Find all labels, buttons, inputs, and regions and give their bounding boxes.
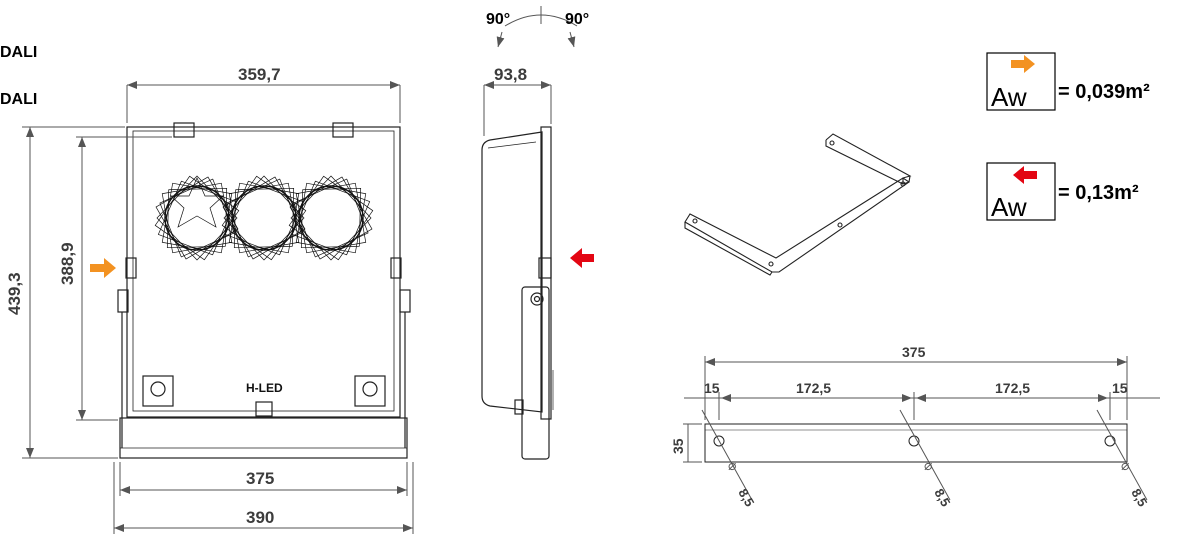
dim-bracket-seg-mid1: 172,5 bbox=[796, 380, 831, 396]
dim-height-inner: 388,9 bbox=[58, 242, 77, 285]
dim-hole-3: 8,5 bbox=[1128, 486, 1150, 509]
side-wind-arrow-icon bbox=[570, 248, 594, 268]
front-view bbox=[117, 122, 411, 459]
lens-group bbox=[154, 175, 374, 261]
wind-area-front-arrow-icon bbox=[1011, 55, 1035, 73]
dim-hole-2: 8,5 bbox=[931, 486, 953, 509]
dim-bracket-seg-mid2: 172,5 bbox=[995, 380, 1030, 396]
dim-bracket-seg-left: 15 bbox=[704, 380, 720, 396]
front-wind-arrow-icon bbox=[90, 258, 116, 278]
dim-bracket-height: 35 bbox=[670, 438, 686, 454]
dali-label-2: DALI bbox=[0, 91, 37, 108]
wind-area-side-arrow-icon bbox=[1013, 166, 1037, 184]
dim-width-390: 390 bbox=[246, 508, 274, 527]
dim-width-375: 375 bbox=[246, 469, 274, 488]
angle-left: 90° bbox=[486, 11, 510, 28]
diameter-symbol-2: ⌀ bbox=[924, 458, 933, 474]
bracket-isometric bbox=[684, 133, 912, 276]
wind-area-side-value: = 0,13m² bbox=[1058, 182, 1139, 204]
wind-area-side-symbol: Aw bbox=[991, 192, 1027, 222]
angle-right: 90° bbox=[565, 11, 589, 28]
dali-label-1: DALI bbox=[0, 44, 37, 61]
brand-logo-text: H-LED bbox=[246, 381, 283, 395]
dim-bracket-total: 375 bbox=[902, 344, 926, 360]
wind-area-front-symbol: Aw bbox=[991, 82, 1027, 112]
diameter-symbol-3: ⌀ bbox=[1121, 458, 1130, 474]
dim-width-top: 359,7 bbox=[238, 65, 281, 84]
bracket-plan bbox=[704, 423, 1128, 463]
dim-bracket-seg-right: 15 bbox=[1112, 380, 1128, 396]
dim-hole-1: 8,5 bbox=[735, 486, 757, 509]
wind-area-front-value: = 0,039m² bbox=[1058, 81, 1150, 103]
wind-area-side: Aw = 0,13m² bbox=[986, 162, 1139, 222]
wind-area-front: Aw = 0,039m² bbox=[986, 52, 1150, 112]
side-view bbox=[481, 126, 554, 460]
dim-depth: 93,8 bbox=[494, 65, 527, 84]
dim-height-outer: 439,3 bbox=[5, 272, 24, 315]
diameter-symbol-1: ⌀ bbox=[728, 458, 737, 474]
